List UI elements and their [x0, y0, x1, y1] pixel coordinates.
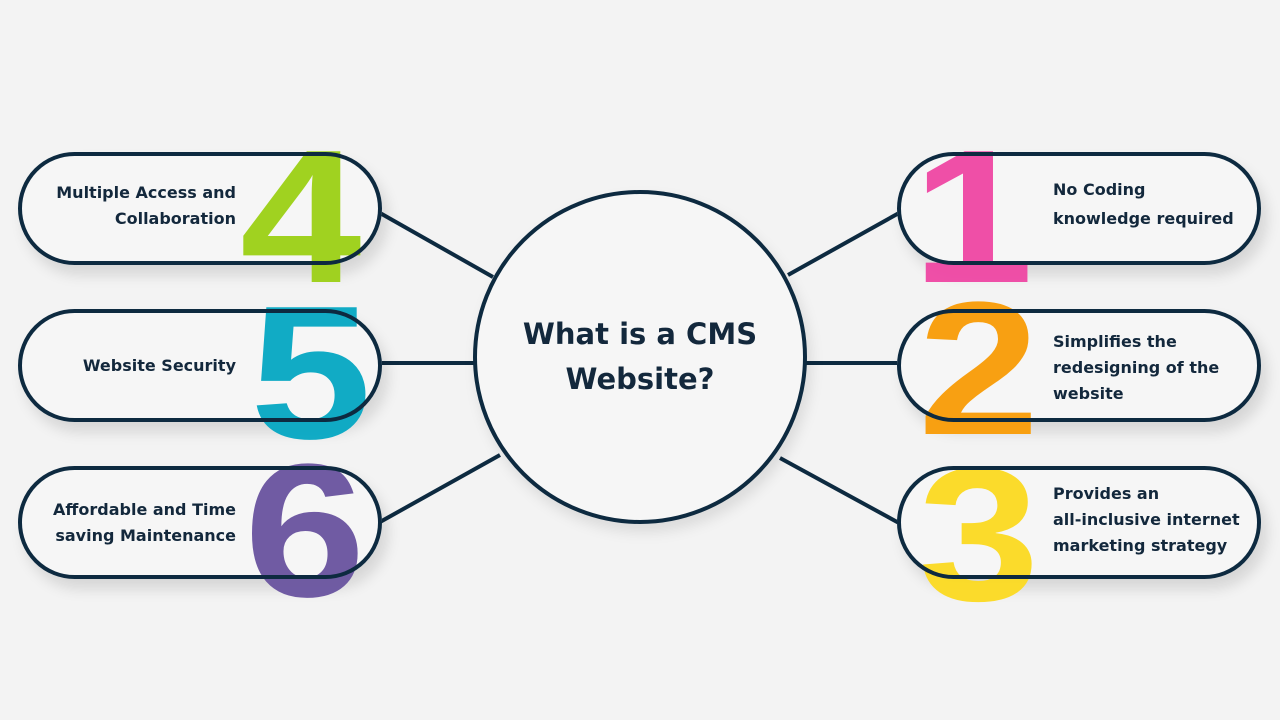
connector-4 [379, 211, 494, 279]
center-title-line2: Website? [565, 362, 715, 396]
item-1-line2: knowledge required [1053, 209, 1234, 228]
connector-6 [379, 453, 501, 524]
connector-1 [787, 211, 900, 277]
item-4-line2: Collaboration [114, 209, 236, 228]
item-2-line2: redesigning of the [1053, 358, 1220, 377]
item-5-line1: Website Security [82, 356, 236, 375]
item-3-line1: Provides an [1053, 484, 1160, 503]
item-3-line2: all-inclusive internet [1053, 510, 1240, 529]
item-2-line3: website [1053, 384, 1124, 403]
center-title-circle: What is a CMS Website? [473, 190, 807, 524]
item-2-line1: Simplifies the [1053, 332, 1177, 351]
item-4-line1: Multiple Access and [56, 183, 236, 202]
center-title-line1: What is a CMS [522, 317, 758, 351]
item-1-line1: No Coding [1053, 180, 1146, 199]
connector-3 [779, 456, 900, 525]
item-3-line3: marketing strategy [1053, 536, 1228, 555]
item-6-line1: Affordable and Time [53, 500, 236, 519]
item-6-line2: saving Maintenance [55, 526, 236, 545]
